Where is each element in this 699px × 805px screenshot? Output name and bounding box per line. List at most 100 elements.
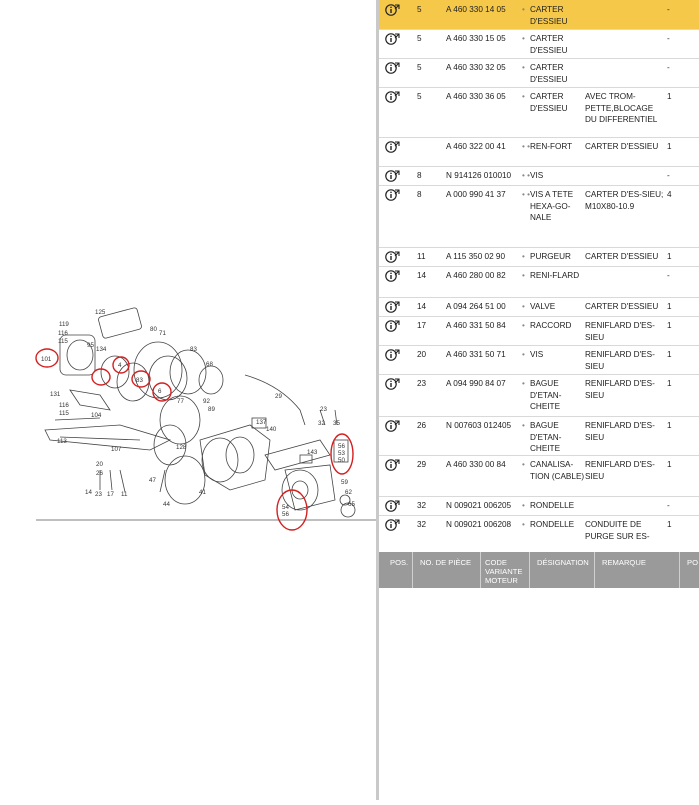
- callout-label: 140: [266, 426, 277, 433]
- info-link-icon[interactable]: [384, 32, 400, 46]
- level-bullet: •: [522, 460, 525, 469]
- info-link-icon[interactable]: [384, 300, 400, 314]
- info-link-icon[interactable]: [384, 269, 400, 283]
- info-link-icon[interactable]: [384, 458, 400, 472]
- part-number-cell[interactable]: A 460 330 00 84: [446, 460, 506, 469]
- panel-divider[interactable]: [376, 0, 379, 800]
- part-number-cell[interactable]: A 460 330 32 05: [446, 63, 506, 72]
- level-bullet: •: [522, 5, 525, 14]
- info-link-icon[interactable]: [384, 319, 400, 333]
- designation-cell: RONDELLE: [530, 501, 575, 510]
- part-number-cell[interactable]: A 460 330 36 05: [446, 92, 506, 101]
- designation-cell: BAGUE D'ETAN-CHEITE: [530, 421, 562, 453]
- callout-label: 11: [121, 491, 128, 498]
- level-bullet: •: [522, 302, 525, 311]
- pos-cell: 17: [417, 321, 427, 330]
- info-link-icon[interactable]: [384, 499, 400, 513]
- col-header-code[interactable]: CODE VARIANTE MOTEUR: [485, 558, 523, 585]
- part-number-cell[interactable]: N 007603 012405: [446, 421, 512, 430]
- callout-label: 71: [159, 330, 166, 337]
- callout-label: 47: [149, 477, 156, 484]
- level-bullet: •: [522, 271, 525, 280]
- callout-label: 4: [118, 362, 122, 369]
- info-link-icon[interactable]: [384, 377, 400, 391]
- callout-label: 137: [256, 419, 267, 426]
- remark-cell: RENIFLARD D'ES-SIEU: [585, 421, 655, 442]
- info-link-icon[interactable]: [384, 348, 400, 362]
- part-number-cell[interactable]: A 460 331 50 71: [446, 350, 506, 359]
- column-divider: [480, 552, 481, 588]
- part-number-cell[interactable]: A 000 990 41 37: [446, 190, 506, 199]
- part-number-cell[interactable]: A 460 330 15 05: [446, 34, 506, 43]
- callout-label: 119: [59, 321, 69, 328]
- callout-label: 65: [348, 501, 355, 508]
- pos-cell: 26: [417, 421, 427, 430]
- col-header-pos[interactable]: POS.: [390, 558, 409, 567]
- table-header-footer: POS. NO. DE PIÈCE CODE VARIANTE MOTEUR D…: [379, 552, 699, 588]
- designation-cell: REN-FORT: [530, 142, 573, 151]
- level-bullet: •: [522, 350, 525, 359]
- callout-label: 89: [208, 406, 215, 413]
- remark-cell: AVEC TROM-PETTE,BLOCAGE DU DIFFERENTIEL: [585, 92, 658, 124]
- remark-cell: RENIFLARD D'ES-SIEU: [585, 460, 655, 481]
- remark-cell: CARTER D'ESSIEU: [585, 252, 659, 261]
- info-link-icon[interactable]: [384, 90, 400, 104]
- part-number-cell[interactable]: A 460 280 00 82: [446, 271, 506, 280]
- part-number-cell[interactable]: N 009021 006205: [446, 501, 512, 510]
- column-divider: [679, 552, 680, 588]
- callout-label: 115: [59, 410, 69, 417]
- callout-label: 59: [341, 479, 348, 486]
- part-number-cell[interactable]: A 460 322 00 41: [446, 142, 506, 151]
- info-link-icon[interactable]: [384, 140, 400, 154]
- column-divider: [529, 552, 530, 588]
- callout-label: 107: [111, 446, 122, 453]
- info-link-icon[interactable]: [384, 169, 400, 183]
- part-number-cell[interactable]: A 094 990 84 07: [446, 379, 506, 388]
- part-number-cell[interactable]: A 115 350 02 90: [446, 252, 506, 261]
- quantity-cell: -: [667, 5, 670, 14]
- level-bullet: •: [522, 34, 525, 43]
- designation-cell: CARTER D'ESSIEU: [530, 63, 568, 84]
- callout-label: 29: [275, 393, 282, 400]
- part-number-cell[interactable]: A 460 331 50 84: [446, 321, 506, 330]
- quantity-cell: 1: [667, 350, 672, 359]
- info-link-icon[interactable]: [384, 188, 400, 202]
- table-row[interactable]: 29 A 460 330 00 84 • CANALISA-TION (CABLE)R…: [379, 455, 699, 497]
- level-bullet: •: [522, 252, 525, 261]
- info-link-icon[interactable]: [384, 419, 400, 433]
- col-header-part[interactable]: NO. DE PIÈCE: [420, 558, 472, 567]
- part-number-cell[interactable]: A 460 330 14 05: [446, 5, 506, 14]
- info-link-icon[interactable]: [384, 518, 400, 532]
- col-header-next[interactable]: PO: [687, 558, 698, 567]
- part-number-cell[interactable]: A 094 264 51 00: [446, 302, 506, 311]
- part-number-cell[interactable]: N 914126 010010: [446, 171, 512, 180]
- callout-label: 125: [95, 309, 106, 316]
- col-header-remark[interactable]: REMARQUE: [602, 558, 646, 567]
- info-link-icon[interactable]: [384, 3, 400, 17]
- info-link-icon[interactable]: [384, 250, 400, 264]
- col-header-desc[interactable]: DÉSIGNATION: [537, 558, 589, 567]
- pos-cell: 29: [417, 460, 427, 469]
- callout-label: 26: [96, 470, 103, 477]
- designation-cell: CANALISA-TION (CABLE): [530, 460, 585, 481]
- info-link-icon[interactable]: [384, 61, 400, 75]
- part-number-cell[interactable]: N 009021 006208: [446, 520, 512, 529]
- designation-cell: VIS: [530, 171, 544, 180]
